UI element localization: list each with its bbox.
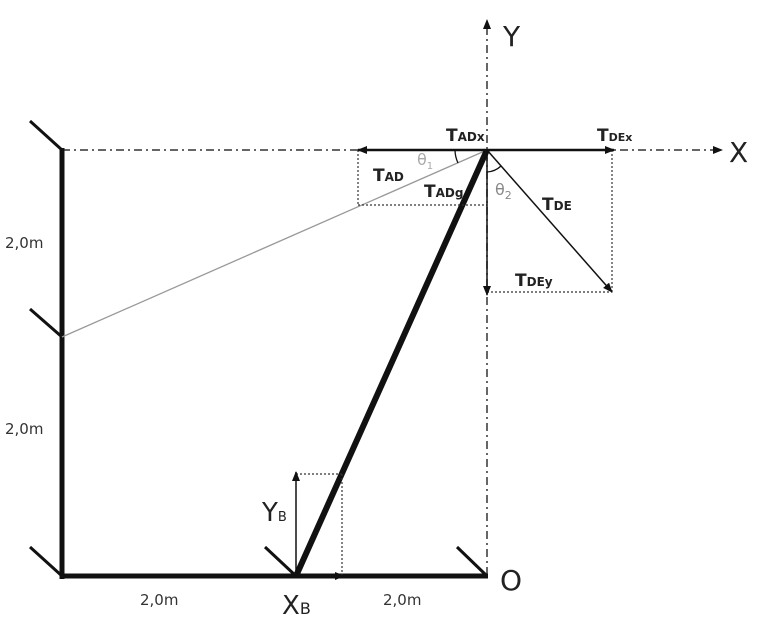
component-guides	[296, 150, 613, 576]
xb-label: XB	[282, 591, 311, 619]
dimension-floor-left: 2,0m	[140, 591, 178, 609]
tadg-label: TADg	[424, 182, 463, 202]
tad-label: TAD	[373, 166, 404, 186]
dimension-lower-wall: 2,0m	[5, 420, 43, 438]
origin-label: O	[500, 564, 522, 597]
tde-label: TDE	[542, 195, 572, 215]
yb-label: YB	[261, 498, 287, 528]
bar-bd	[293, 148, 490, 578]
theta2-arc	[486, 165, 502, 173]
tde-arrow	[486, 149, 613, 293]
dimension-upper-wall: 2,0m	[5, 234, 43, 252]
theta2-label: θ2	[495, 180, 512, 202]
theta1-label: θ1	[417, 150, 433, 172]
tadx-label: TADx	[446, 126, 485, 146]
support-hatches	[28, 119, 489, 578]
dimension-floor-right: 2,0m	[383, 591, 421, 609]
x-axis-label: X	[729, 136, 748, 169]
y-axis-label: Y	[502, 20, 521, 53]
cable-ad	[61, 149, 488, 338]
tdey-label: TDEy	[515, 271, 553, 291]
theta1-arc	[454, 149, 459, 164]
tdex-label: TDEx	[597, 126, 632, 146]
